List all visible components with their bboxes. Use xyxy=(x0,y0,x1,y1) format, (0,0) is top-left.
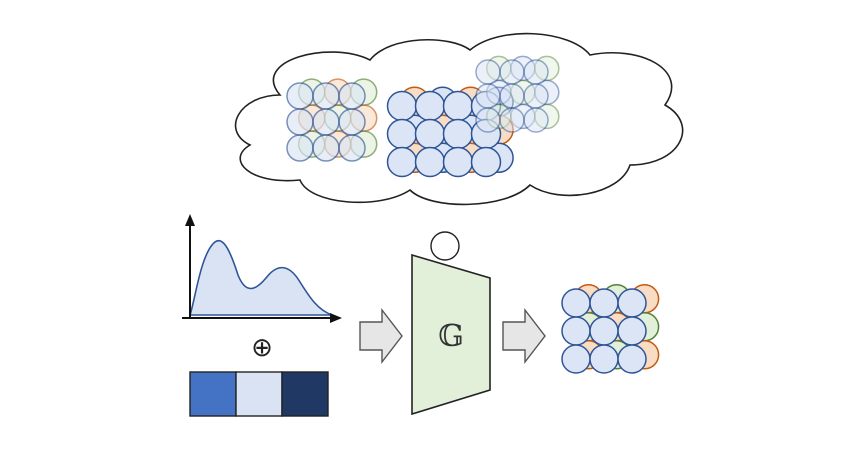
condition-vector xyxy=(189,371,329,417)
atom-blue xyxy=(589,288,619,318)
atom-blue xyxy=(312,82,340,110)
atom-blue xyxy=(523,83,549,109)
thought-cloud xyxy=(234,32,684,206)
atom-blue xyxy=(414,118,446,150)
atom-blue xyxy=(386,146,418,178)
right-arrow-icon xyxy=(359,307,403,365)
atom-blue xyxy=(386,90,418,122)
atom-blue xyxy=(561,288,591,318)
atom-blue xyxy=(442,118,474,150)
atom-blue xyxy=(286,108,314,136)
atom-blue xyxy=(312,134,340,162)
generated-crystal-structure xyxy=(561,284,660,374)
latent-bubble-icon xyxy=(430,231,460,261)
atom-blue xyxy=(386,118,418,150)
atom-blue xyxy=(617,316,647,346)
generator-block: 𝔾 xyxy=(411,253,491,416)
condition-vector-cell xyxy=(235,371,283,417)
atom-blue xyxy=(523,107,549,133)
condition-vector-cell xyxy=(189,371,237,417)
atom-blue xyxy=(442,146,474,178)
condition-vector-cell xyxy=(281,371,329,417)
distribution-curve xyxy=(188,239,333,316)
generator-label: 𝔾 xyxy=(438,319,464,354)
atom-blue xyxy=(499,83,525,109)
atom-blue xyxy=(470,146,502,178)
atom-blue xyxy=(475,59,501,85)
atom-blue xyxy=(617,344,647,374)
atom-blue xyxy=(338,134,366,162)
cloud-crystal-structures xyxy=(286,55,560,178)
atom-blue xyxy=(286,134,314,162)
atom-blue xyxy=(414,90,446,122)
atom-blue xyxy=(499,107,525,133)
atom-blue xyxy=(561,344,591,374)
atom-blue xyxy=(589,344,619,374)
atom-blue xyxy=(338,82,366,110)
right-arrow-icon xyxy=(502,307,546,365)
atom-blue xyxy=(617,288,647,318)
concat-operator: ⊕ xyxy=(251,333,273,363)
atom-blue xyxy=(499,59,525,85)
x-axis-arrowhead xyxy=(330,313,342,323)
atom-blue xyxy=(475,83,501,109)
atom-blue xyxy=(523,59,549,85)
atom-blue xyxy=(442,90,474,122)
atom-blue xyxy=(338,108,366,136)
atom-blue xyxy=(312,108,340,136)
distribution-chart xyxy=(182,214,342,323)
y-axis-arrowhead xyxy=(185,214,195,226)
atom-blue xyxy=(414,146,446,178)
atom-blue xyxy=(561,316,591,346)
atom-blue xyxy=(475,107,501,133)
atom-blue xyxy=(286,82,314,110)
atom-blue xyxy=(589,316,619,346)
